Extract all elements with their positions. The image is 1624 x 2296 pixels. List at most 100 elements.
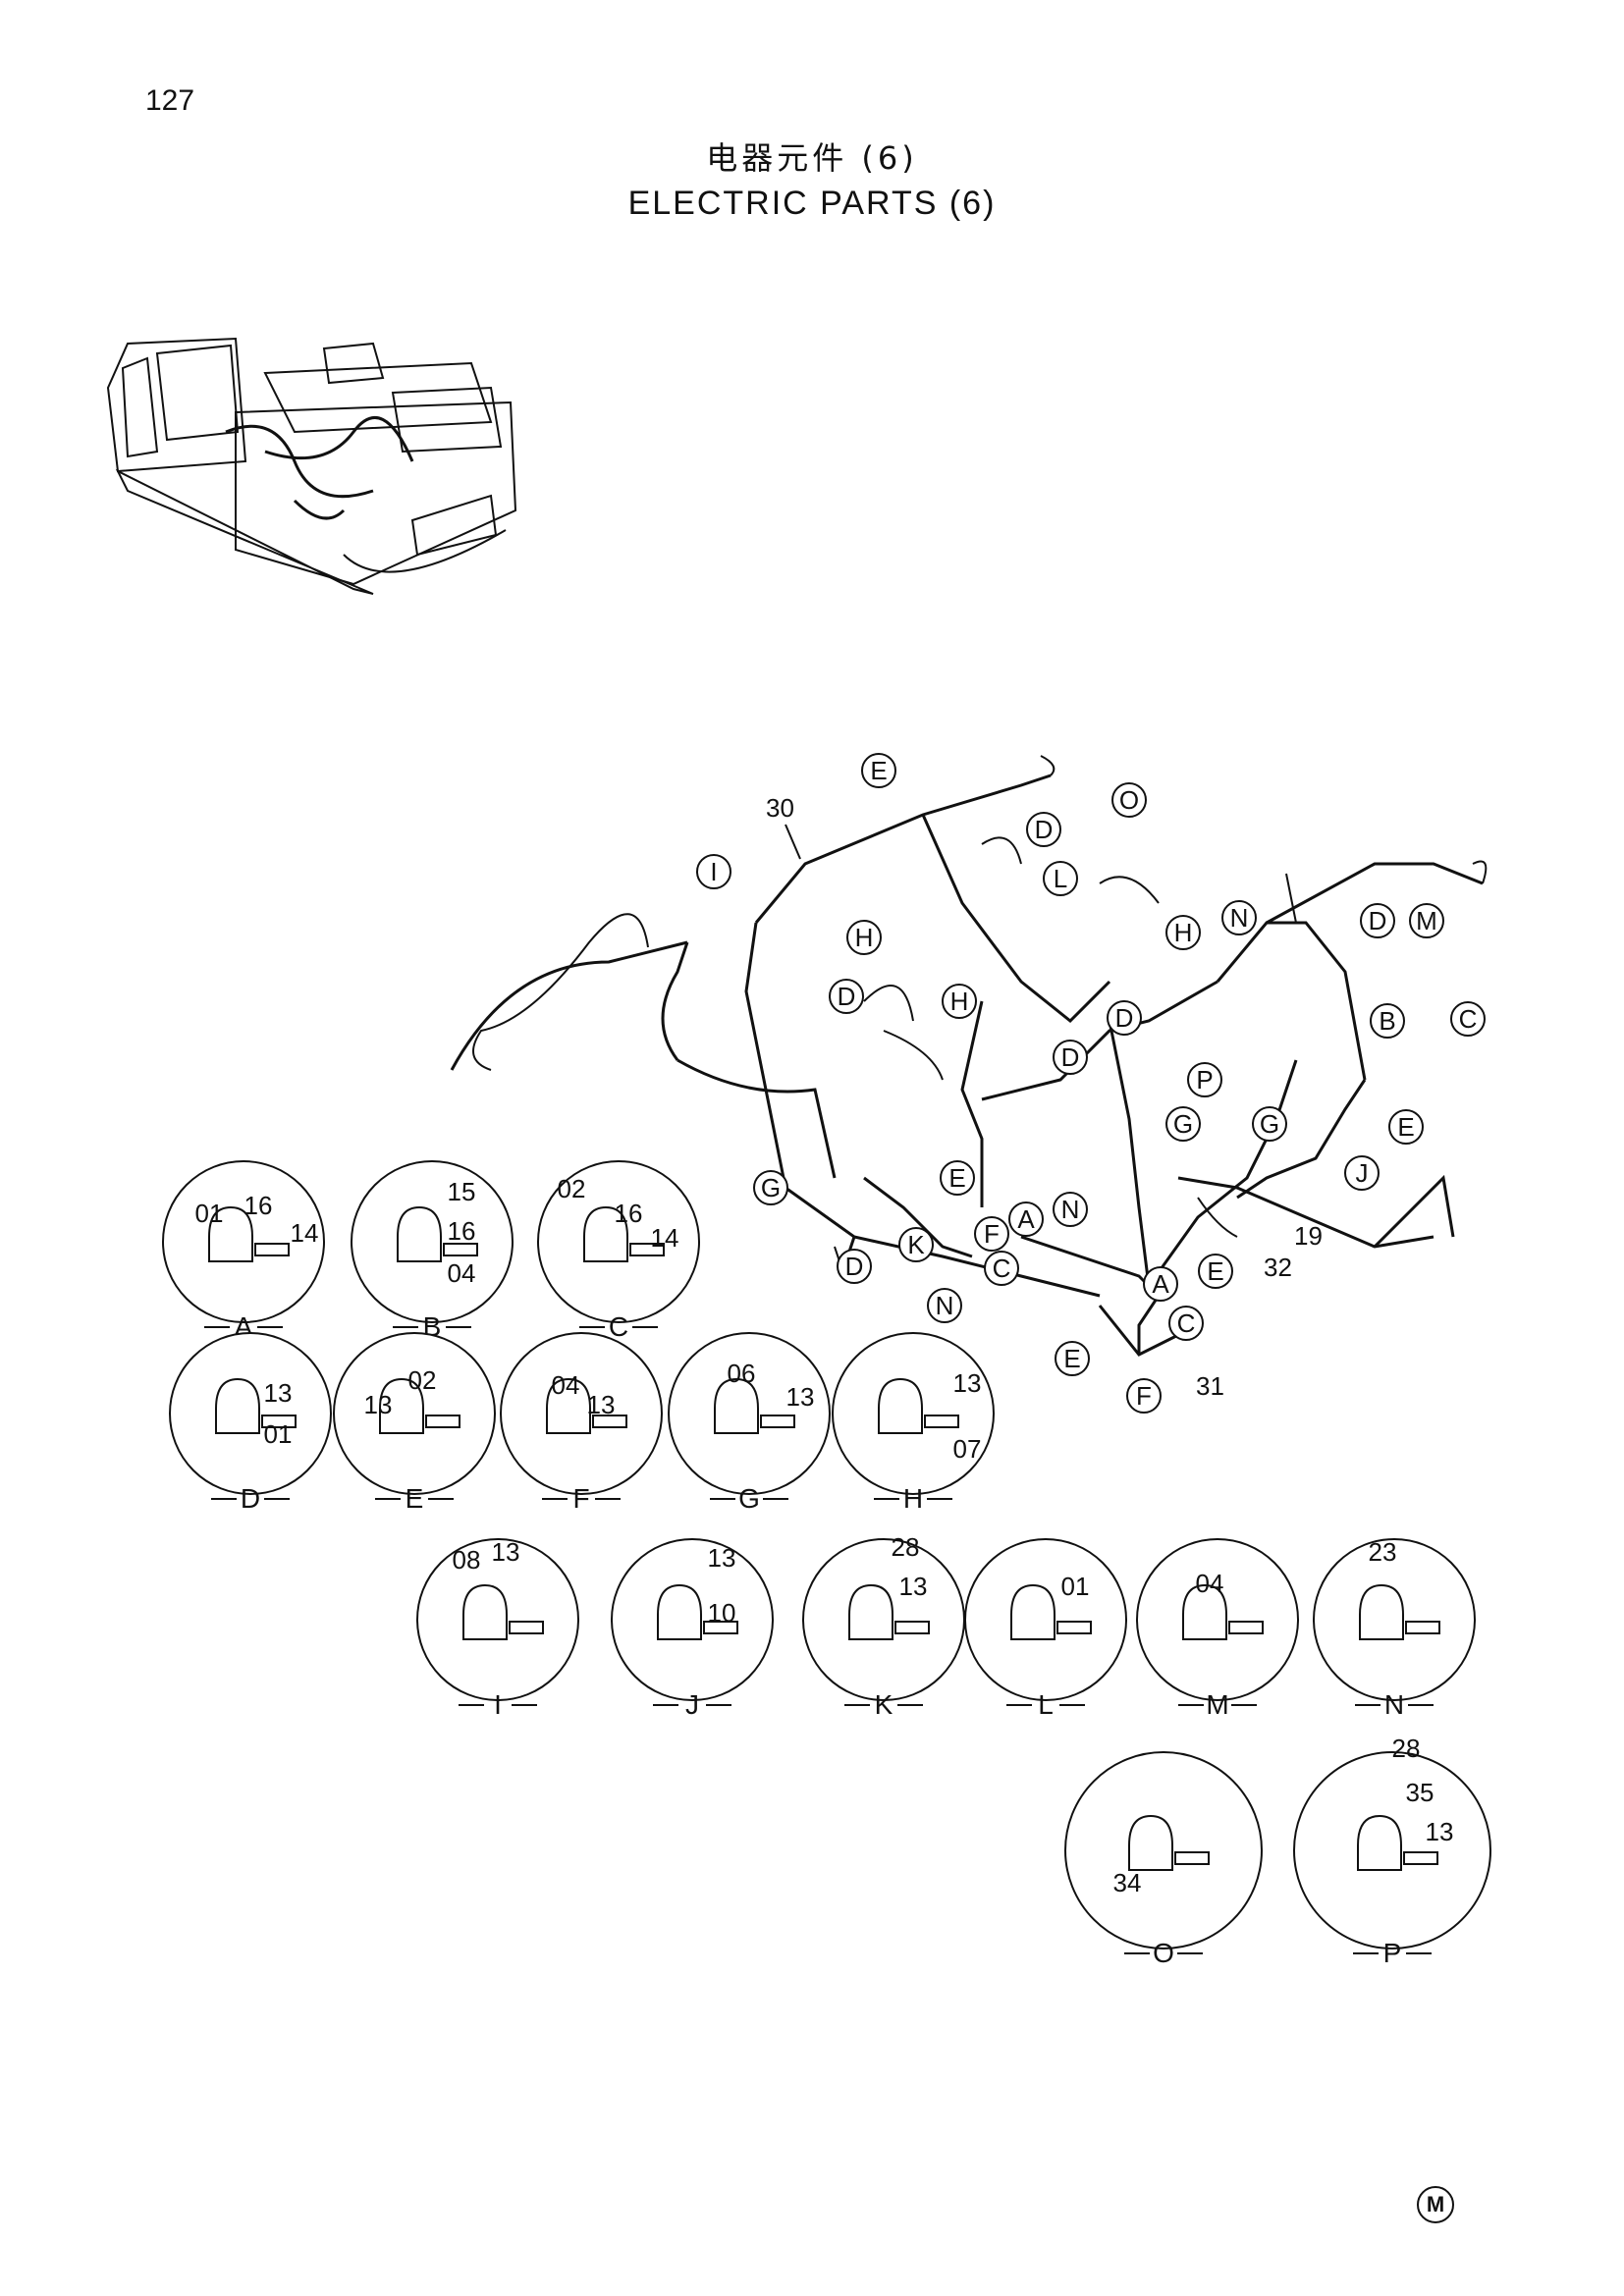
callout-e: E [940, 1160, 975, 1196]
svg-text:H: H [855, 923, 874, 952]
svg-text:E: E [1397, 1112, 1414, 1142]
harness-part-30: 30 [766, 793, 794, 823]
svg-text:C: C [1177, 1308, 1196, 1338]
svg-text:E: E [1207, 1256, 1223, 1286]
part-number-16: 16 [615, 1199, 643, 1228]
svg-text:F: F [984, 1219, 1000, 1249]
callout-k: K [898, 1227, 934, 1262]
part-number-13: 13 [264, 1378, 293, 1408]
callout-d: D [829, 979, 864, 1014]
bolt-sketch [703, 1621, 738, 1634]
part-number-13: 13 [899, 1572, 928, 1601]
bolt-sketch [1405, 1621, 1440, 1634]
detail-letter-m: M [1206, 1689, 1228, 1720]
callout-e: E [861, 753, 896, 788]
detail-circle [668, 1332, 831, 1495]
svg-text:K: K [907, 1230, 925, 1259]
detail-circle [832, 1332, 995, 1495]
harness-part-31: 31 [1196, 1371, 1224, 1401]
part-number-14: 14 [651, 1223, 679, 1253]
part-number-07: 07 [953, 1434, 982, 1464]
callout-d: D [1053, 1040, 1088, 1075]
harness-part-19: 19 [1294, 1221, 1323, 1251]
callout-e: E [1388, 1109, 1424, 1145]
bolt-sketch [254, 1243, 290, 1256]
clamp-sketch [657, 1583, 702, 1640]
page-title-chinese: 电器元件 (6) [706, 139, 918, 177]
callout-d: D [837, 1249, 872, 1284]
callout-e: E [1055, 1341, 1090, 1376]
detail-circle [416, 1538, 579, 1701]
part-number-15: 15 [448, 1177, 476, 1206]
svg-text:O: O [1119, 785, 1139, 815]
detail-circle [802, 1538, 965, 1701]
page-title: ELECTRIC PARTS (6) [627, 185, 997, 222]
detail-view-l: L01 [964, 1538, 1127, 1720]
svg-text:N: N [1061, 1195, 1080, 1224]
part-number-13: 13 [587, 1390, 616, 1419]
callout-n: N [927, 1288, 962, 1323]
svg-text:D: D [838, 982, 856, 1011]
callout-c: C [1168, 1306, 1204, 1341]
callout-d: D [1360, 903, 1395, 938]
bolt-sketch [1228, 1621, 1264, 1634]
callout-o: O [1111, 782, 1147, 818]
part-number-01: 01 [195, 1199, 224, 1228]
callout-l: L [1043, 861, 1078, 896]
detail-letter-e: E [406, 1483, 424, 1514]
part-number-13: 13 [492, 1537, 520, 1567]
svg-text:C: C [1459, 1004, 1478, 1034]
svg-text:C: C [993, 1254, 1011, 1283]
part-number-14: 14 [291, 1218, 319, 1248]
callout-h: H [846, 920, 882, 955]
bolt-sketch [1403, 1851, 1438, 1865]
bolt-sketch [894, 1621, 930, 1634]
callout-m: M [1409, 903, 1444, 938]
clamp-sketch [1359, 1583, 1404, 1640]
clamp-sketch [1357, 1814, 1402, 1871]
detail-circle [500, 1332, 663, 1495]
callout-f: F [974, 1216, 1009, 1252]
svg-text:N: N [1230, 903, 1249, 933]
callout-f: F [1126, 1378, 1162, 1414]
part-number-28: 28 [892, 1532, 920, 1562]
callout-c: C [1450, 1001, 1486, 1037]
detail-circle [1136, 1538, 1299, 1701]
part-number-02: 02 [558, 1174, 586, 1203]
part-number-13: 13 [364, 1390, 393, 1419]
callout-c: C [984, 1251, 1019, 1286]
svg-text:H: H [950, 987, 969, 1016]
harness-part-32: 32 [1264, 1253, 1292, 1282]
part-number-04: 04 [1196, 1569, 1224, 1598]
svg-text:D: D [1115, 1003, 1134, 1033]
clamp-sketch [379, 1377, 424, 1434]
callout-p: P [1187, 1062, 1222, 1097]
part-number-01: 01 [1061, 1572, 1090, 1601]
detail-circle [537, 1160, 700, 1323]
clamp-sketch [397, 1205, 442, 1262]
detail-letter-g: G [738, 1483, 760, 1514]
callout-i: I [696, 854, 731, 889]
part-number-16: 16 [244, 1191, 273, 1220]
callout-g: G [1165, 1106, 1201, 1142]
svg-text:I: I [710, 857, 717, 886]
svg-text:H: H [1174, 918, 1193, 947]
clamp-sketch [848, 1583, 893, 1640]
part-number-23: 23 [1369, 1537, 1397, 1567]
part-number-35: 35 [1406, 1778, 1435, 1807]
detail-circle [162, 1160, 325, 1323]
part-number-34: 34 [1113, 1868, 1142, 1897]
bolt-sketch [1056, 1621, 1092, 1634]
detail-circle [1293, 1751, 1491, 1949]
bolt-sketch [425, 1415, 460, 1428]
